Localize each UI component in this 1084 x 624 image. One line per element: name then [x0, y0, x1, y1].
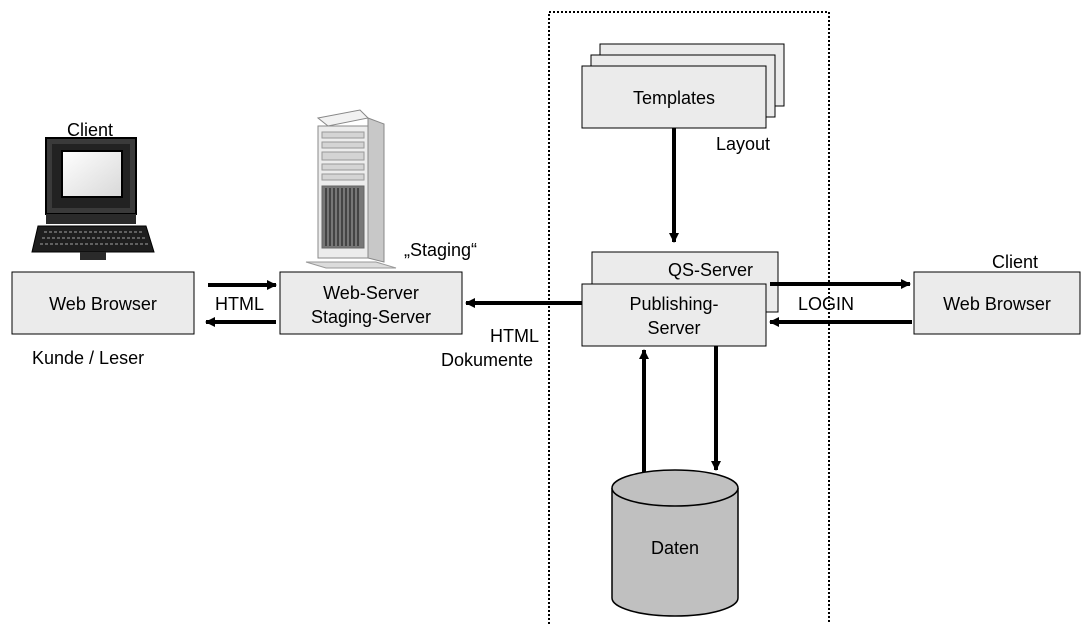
- server-tower-icon: [305, 109, 397, 269]
- left-html-label: HTML: [215, 294, 264, 314]
- templates-box: [581, 65, 767, 129]
- middle-html-label: HTML: [490, 326, 539, 346]
- right-web-browser-box: [913, 271, 1081, 335]
- user-label: Kunde / Leser: [32, 348, 144, 368]
- daten-label: Daten: [651, 538, 699, 558]
- web-server-box: [279, 271, 463, 335]
- web-server-label-line1: Web-Server: [323, 283, 419, 303]
- web-server-label-line2: Staging-Server: [311, 307, 431, 327]
- left-web-browser-box: [11, 271, 195, 335]
- layout-label: Layout: [716, 134, 770, 154]
- database-cylinder: [611, 469, 739, 617]
- publishing-server-label-line2: Server: [647, 318, 700, 338]
- right-client-label: Client: [992, 252, 1038, 272]
- dokumente-label: Dokumente: [441, 350, 533, 370]
- client-computer-icon: [31, 137, 155, 260]
- left-web-browser-label: Web Browser: [49, 294, 157, 314]
- left-client-label: Client: [67, 120, 113, 140]
- staging-label: „Staging“: [404, 240, 477, 260]
- qs-server-label: QS-Server: [668, 260, 753, 280]
- publishing-server-label-line1: Publishing-: [629, 294, 718, 314]
- login-label: LOGIN: [798, 294, 854, 314]
- publishing-server-box: [581, 283, 767, 347]
- templates-label: Templates: [633, 88, 715, 108]
- right-web-browser-label: Web Browser: [943, 294, 1051, 314]
